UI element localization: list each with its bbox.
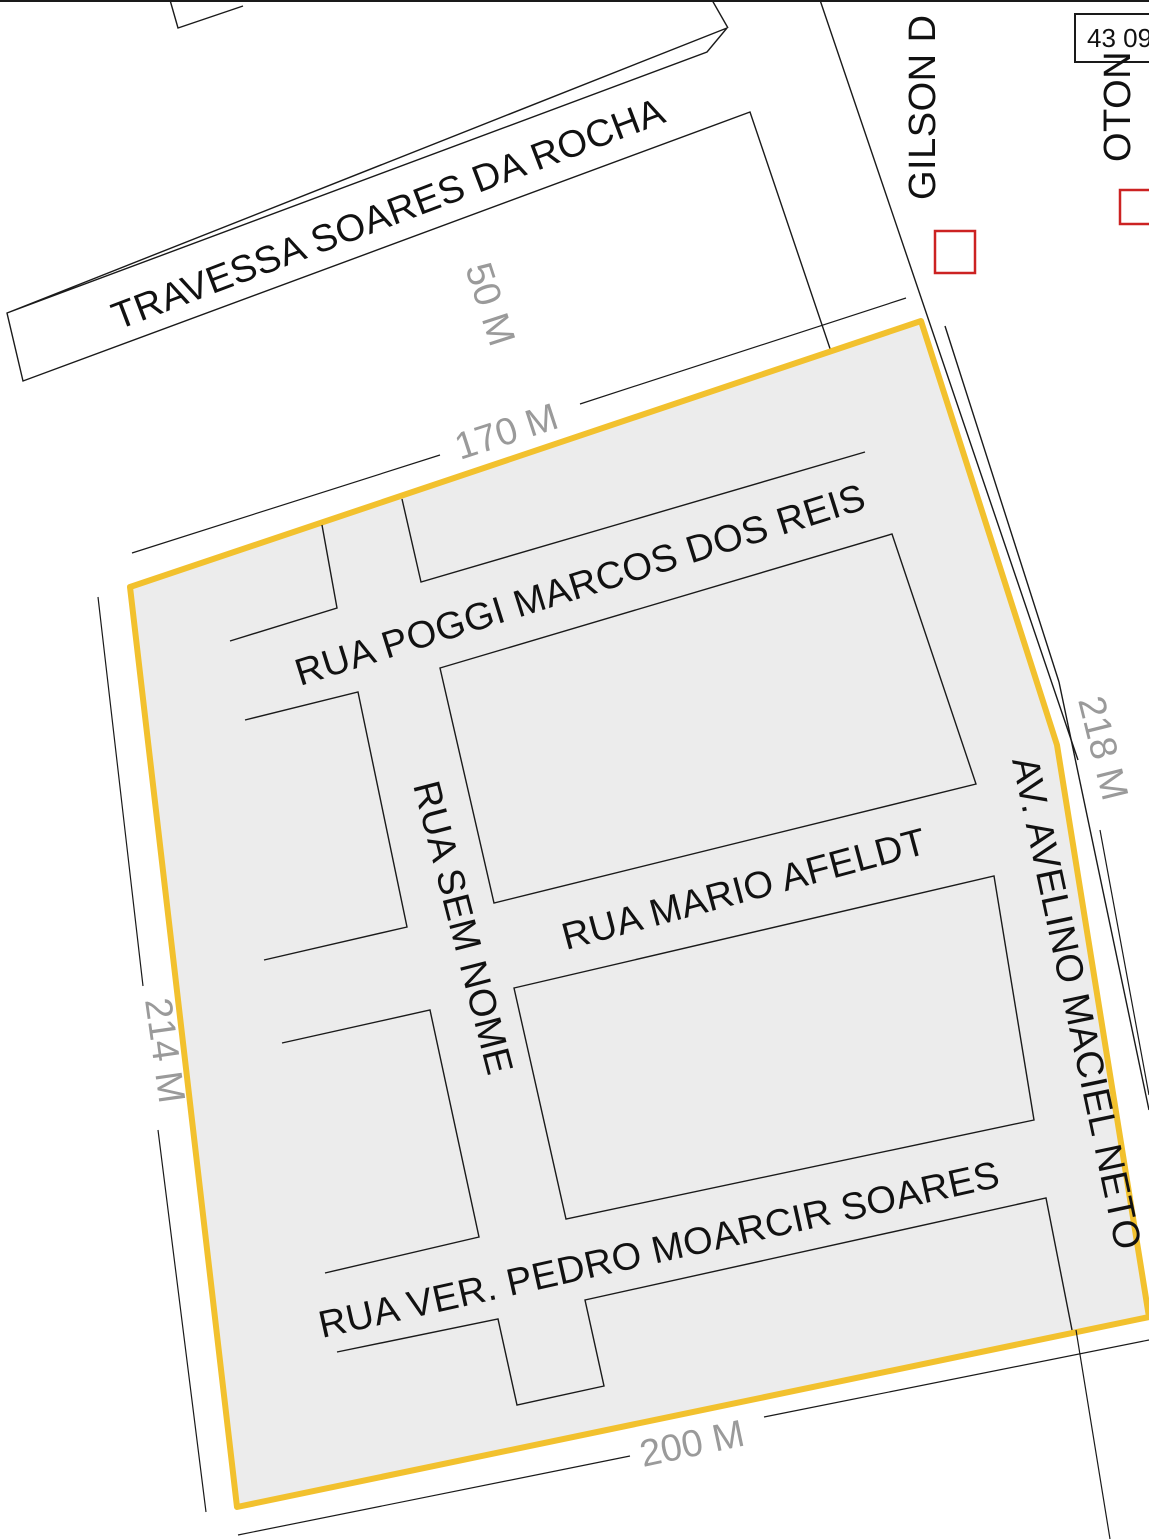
street-label-gilson: GILSON D xyxy=(902,14,944,200)
dim-label-right: 218 M xyxy=(1069,692,1135,805)
dim-label-block: 50 M xyxy=(456,258,522,351)
block-west-south xyxy=(281,1009,480,1274)
marker-2[interactable] xyxy=(1118,188,1149,226)
highlighted-area[interactable] xyxy=(127,318,1149,1510)
marker-1[interactable] xyxy=(933,229,977,275)
gilson-street-line xyxy=(819,0,1079,761)
map-badge[interactable] xyxy=(1074,13,1149,63)
dim-line-left xyxy=(97,596,207,1513)
street-label-oton: OTON xyxy=(1097,51,1139,162)
gilson-street-line-right xyxy=(944,325,1060,683)
block-center-south xyxy=(513,875,1035,1220)
block-outline-top-partial xyxy=(169,0,729,29)
block-west-north xyxy=(244,691,408,961)
avelino-east-line xyxy=(1058,681,1149,1111)
street-label-travessa: TRAVESSA SOARES DA ROCHA xyxy=(106,90,671,338)
dim-line-right xyxy=(1075,829,1149,1539)
block-poggi-left xyxy=(229,524,338,642)
block-south-left xyxy=(336,1197,1073,1406)
block-center-north xyxy=(439,533,977,904)
dim-line-bottom xyxy=(237,1339,1149,1536)
map-badge-text: 43 09 xyxy=(1087,23,1149,53)
block-poggi-top xyxy=(401,451,866,583)
dim-line-top xyxy=(131,297,907,554)
